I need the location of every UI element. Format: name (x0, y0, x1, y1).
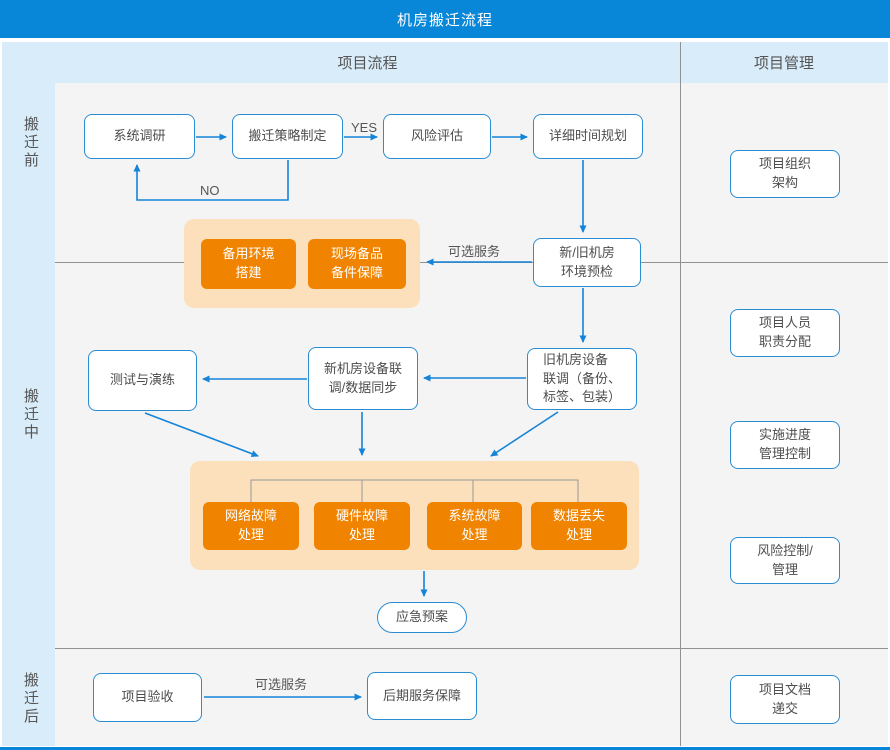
node-test-drill: 测试与演练 (88, 350, 197, 411)
card-project-org: 项目组织 架构 (730, 150, 840, 198)
edge-label-yes: YES (351, 120, 378, 135)
edge-label-optional-bottom: 可选服务 (255, 677, 308, 692)
card-doc-delivery: 项目文档 递交 (730, 675, 840, 724)
node-system-fault: 系统故障 处理 (427, 502, 522, 550)
node-spare-parts: 现场备品 备件保障 (308, 239, 406, 289)
node-strategy: 搬迁策略制定 (232, 114, 343, 159)
node-risk-assessment: 风险评估 (383, 114, 491, 159)
node-old-room-debug: 旧机房设备 联调（备份、 标签、包装） (527, 348, 637, 410)
column-header-management: 项目管理 (753, 55, 814, 72)
card-progress-control: 实施进度 管理控制 (730, 421, 840, 469)
node-backup-env: 备用环境 搭建 (201, 239, 296, 289)
node-new-room-debug: 新机房设备联 调/数据同步 (308, 347, 418, 410)
column-header-band (2, 42, 888, 83)
edge-label-optional-top: 可选服务 (448, 244, 501, 259)
node-data-loss: 数据丢失 处理 (531, 502, 627, 550)
node-acceptance: 项目验收 (93, 673, 202, 722)
node-system-survey: 系统调研 (84, 114, 195, 159)
node-time-planning: 详细时间规划 (533, 114, 643, 159)
edge-label-no: NO (200, 183, 220, 198)
node-after-service: 后期服务保障 (367, 672, 477, 720)
column-header-process: 项目流程 (337, 55, 398, 72)
node-env-precheck: 新/旧机房 环境预检 (533, 238, 641, 287)
node-emergency-plan: 应急预案 (377, 602, 467, 633)
phase-sidebar (2, 83, 55, 746)
card-staff-duty: 项目人员 职责分配 (730, 309, 840, 357)
card-risk-control: 风险控制/ 管理 (730, 537, 840, 584)
bottom-accent-bar (0, 747, 890, 750)
node-network-fault: 网络故障 处理 (203, 502, 299, 550)
node-hardware-fault: 硬件故障 处理 (314, 502, 410, 550)
page-title: 机房搬迁流程 (0, 0, 890, 38)
phase-label-during: 搬迁中 (22, 388, 39, 442)
phase-label-before: 搬迁前 (22, 116, 39, 170)
phase-label-after: 搬迁后 (22, 672, 39, 726)
